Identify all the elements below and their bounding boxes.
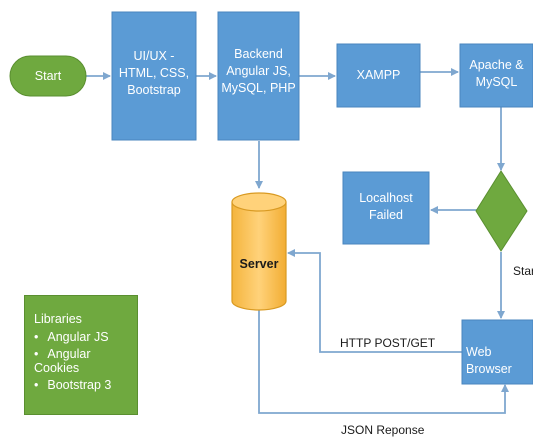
decision-node	[475, 170, 528, 252]
server-label: Server	[239, 257, 279, 271]
library-item: Bootstrap 3	[34, 378, 137, 392]
start-node	[9, 55, 87, 97]
apache-line-1: Apache &	[469, 58, 524, 72]
start-label: Start	[34, 69, 62, 83]
uiux-line-3: Bootstrap	[127, 83, 181, 97]
uiux-line-2: HTML, CSS,	[118, 66, 190, 80]
xampp-label: XAMPP	[356, 68, 401, 82]
server-node	[231, 192, 287, 311]
backend-line-1: Backend	[234, 47, 283, 61]
backend-line-2: Angular JS,	[226, 64, 291, 78]
localhost-line-1: Localhost	[359, 191, 413, 205]
localhost-node	[342, 171, 430, 245]
json-label: JSON Reponse	[341, 423, 425, 437]
arrow-browser-to-server	[287, 249, 462, 353]
apache-label: Apache & MySQL	[460, 57, 533, 91]
libraries-title: Libraries	[34, 312, 82, 326]
apache-node	[459, 43, 533, 108]
apache-line-2: MySQL	[475, 75, 518, 89]
connectors	[86, 68, 509, 414]
localhost-line-2: Failed	[368, 208, 404, 222]
library-item: Angular Cookies	[34, 347, 137, 375]
libraries-list: Angular JS Angular Cookies Bootstrap 3	[34, 330, 137, 392]
libraries-box: Libraries Angular JS Angular Cookies Boo…	[24, 295, 138, 415]
uiux-line-1: UI/UX -	[133, 49, 175, 63]
localhost-label: Localhost Failed	[343, 190, 429, 224]
web-browser-label: Web Browser	[466, 345, 512, 376]
backend-label: Backend Angular JS, MySQL, PHP	[218, 46, 299, 97]
backend-line-3: MySQL, PHP	[221, 81, 296, 95]
decision-start-label: Start	[513, 264, 533, 278]
backend-node	[217, 11, 300, 141]
uiux-label: UI/UX - HTML, CSS, Bootstrap	[112, 48, 196, 99]
http-label: HTTP POST/GET	[340, 336, 436, 350]
uiux-node	[111, 11, 197, 141]
arrow-server-to-browser	[258, 309, 509, 414]
library-item: Angular JS	[34, 330, 137, 344]
web-browser-node	[461, 319, 533, 385]
xampp-node	[336, 43, 421, 108]
